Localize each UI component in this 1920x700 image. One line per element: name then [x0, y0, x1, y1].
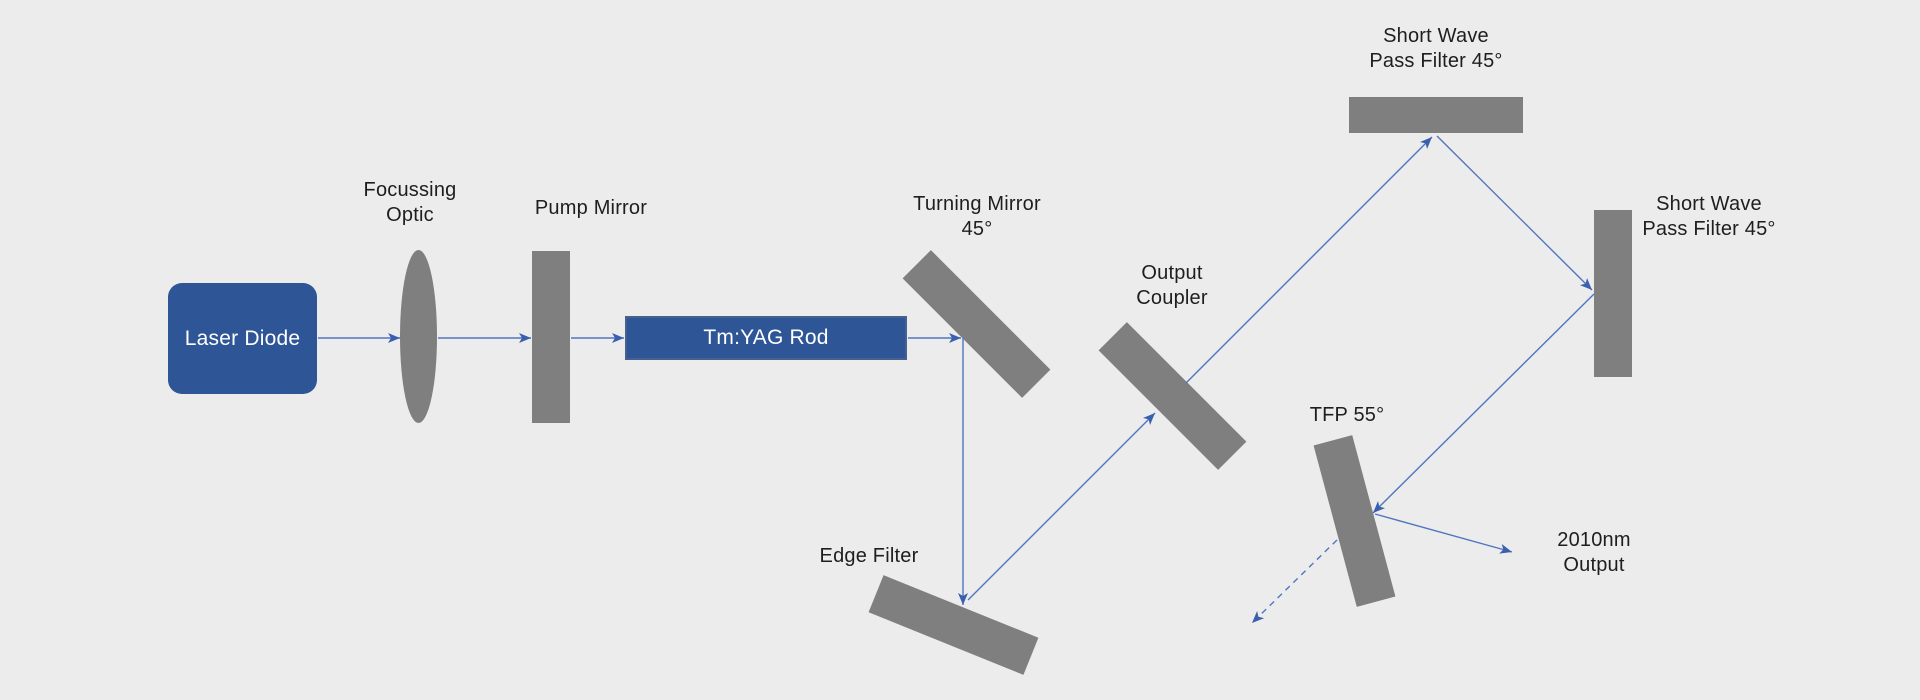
short-wave-pass-filter-right-bar [1594, 210, 1632, 377]
tfp-label: TFP 55° [1309, 404, 1385, 426]
short-wave-pass-filter-top-bar [1349, 97, 1523, 133]
short-wave-pass-filter-right-label: Short Wave Pass Filter 45° [1642, 193, 1776, 240]
turning-mirror-bar [902, 250, 1051, 398]
laser-diode-box: Laser Diode [168, 283, 317, 394]
edge-filter-bar [868, 575, 1039, 675]
focussing-optic-lens [400, 250, 437, 423]
beam-swp-top-to-swp-right [1436, 135, 1593, 291]
output-coupler-label: Output Coupler [1136, 262, 1208, 309]
beam-tfp-to-output [1374, 513, 1513, 554]
beam-tfp-transmitted-dashed [1251, 539, 1338, 624]
beam-output-coupler-to-swp-top [1185, 136, 1433, 384]
focussing-optic-label: Focussing Optic [363, 179, 457, 226]
pump-mirror-label: Pump Mirror [534, 197, 648, 219]
edge-filter-label: Edge Filter [819, 545, 919, 567]
pump-mirror-bar [532, 251, 570, 423]
beam-edge-filter-to-output-coupler [967, 412, 1156, 601]
beam-swp-right-to-tfp [1372, 293, 1595, 514]
laser-diode-label: Laser Diode [184, 326, 301, 350]
turning-mirror-label: Turning Mirror 45° [913, 193, 1041, 240]
tm-yag-rod-box: Tm:YAG Rod [625, 316, 907, 360]
tfp-bar [1313, 435, 1396, 607]
output-coupler-bar [1098, 322, 1247, 470]
output-2010nm-label: 2010nm Output [1557, 529, 1631, 576]
tm-yag-rod-label: Tm:YAG Rod [703, 326, 829, 349]
short-wave-pass-filter-top-label: Short Wave Pass Filter 45° [1369, 25, 1503, 72]
